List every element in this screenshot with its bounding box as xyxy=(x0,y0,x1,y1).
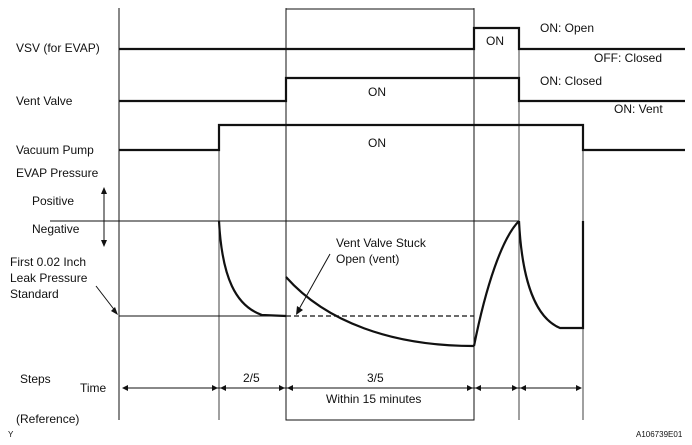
time-arrow-b-icon xyxy=(220,385,226,391)
footer-left-mark: Y xyxy=(8,430,14,439)
time-arrow-left-icon xyxy=(122,385,128,391)
time-arrow-f-icon xyxy=(475,385,481,391)
standard-label-1: First 0.02 Inch xyxy=(10,255,86,269)
step-b-label: 3/5 xyxy=(367,371,384,385)
vent-valve-label: Vent Valve xyxy=(16,94,73,108)
evap-positive-label: Positive xyxy=(32,194,74,208)
vsv-label: VSV (for EVAP) xyxy=(16,41,100,55)
vent-valve-signal xyxy=(119,76,685,103)
stuck-label-2: Open (vent) xyxy=(336,252,399,266)
stuck-label-1: Vent Valve Stuck xyxy=(336,236,427,250)
vent-stuck-curve xyxy=(285,276,475,348)
phase-box xyxy=(285,8,475,421)
pressure-recovery-curve xyxy=(472,220,520,347)
evap-negative-label: Negative xyxy=(32,222,80,236)
vacuum-pump-on-label: ON xyxy=(368,136,386,150)
vacuum-pump-signal xyxy=(119,123,685,152)
time-arrow-c-icon xyxy=(279,385,285,391)
vent-valve-on-label: ON xyxy=(368,85,386,99)
arrow-up-icon xyxy=(101,187,107,194)
time-arrow-a-icon xyxy=(212,385,218,391)
time-arrow-h-icon xyxy=(520,385,526,391)
vent-valve-state-on: ON: Closed xyxy=(540,74,602,88)
evap-pressure-title: EVAP Pressure xyxy=(16,166,99,180)
time-arrow-e-icon xyxy=(467,385,473,391)
standard-pointer-head-icon xyxy=(111,307,118,315)
time-label: Time xyxy=(80,381,107,395)
standard-label-2: Leak Pressure xyxy=(10,271,88,285)
time-arrow-d-icon xyxy=(287,385,293,391)
stuck-pointer xyxy=(297,253,331,312)
step-a-label: 2/5 xyxy=(243,371,260,385)
stuck-pointer-head-icon xyxy=(296,306,303,315)
within-label: Within 15 minutes xyxy=(326,392,421,406)
figure-id: A106739E01 xyxy=(636,430,683,439)
pressure-drop-curve xyxy=(217,220,287,318)
reference-label: (Reference) xyxy=(16,412,79,426)
vsv-on-label: ON xyxy=(486,34,504,48)
vsv-state-off: OFF: Closed xyxy=(594,51,662,65)
standard-label-3: Standard xyxy=(10,287,59,301)
final-check-curve xyxy=(517,220,585,330)
time-arrow-g-icon xyxy=(512,385,518,391)
arrow-down-icon xyxy=(101,240,107,247)
vsv-signal xyxy=(119,26,685,51)
vent-valve-state-off: ON: Vent xyxy=(614,102,663,116)
time-arrow-right-icon xyxy=(576,385,582,391)
standard-pointer xyxy=(95,285,117,313)
vsv-state-on: ON: Open xyxy=(540,21,594,35)
steps-label: Steps xyxy=(20,372,51,386)
vacuum-pump-label: Vacuum Pump xyxy=(16,143,94,157)
